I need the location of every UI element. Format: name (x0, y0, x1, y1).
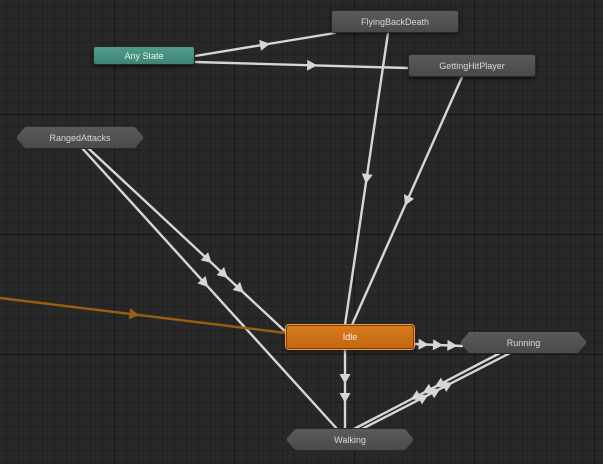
transition-line[interactable] (80, 146, 340, 432)
transition-arrow-icon (259, 39, 270, 51)
state-getting-hit-player[interactable]: GettingHitPlayer (408, 54, 536, 77)
transition-arrow-icon (410, 390, 422, 400)
transition-any-to-flyingbackdeath[interactable] (193, 31, 337, 58)
transition-line[interactable] (0, 296, 288, 335)
transition-any-to-gettinghitplayer[interactable] (193, 59, 410, 71)
transition-rangedattacks-to-walking[interactable] (80, 146, 340, 432)
transition-walking-to-running[interactable] (358, 350, 514, 432)
state-walking[interactable]: Walking (286, 428, 414, 451)
transition-running-to-walking[interactable] (350, 350, 504, 432)
state-any-state[interactable]: Any State (93, 46, 195, 65)
transition-arrow-icon (432, 339, 443, 351)
transition-arrow-icon (232, 281, 244, 293)
transition-arrow-icon (197, 276, 209, 288)
transition-line[interactable] (86, 146, 290, 336)
transition-idle-to-walking[interactable] (339, 347, 351, 430)
state-running[interactable]: Running (460, 331, 587, 354)
transition-arrow-icon (434, 377, 446, 388)
transition-arrow-icon (339, 393, 351, 403)
transition-arrow-icon (128, 308, 140, 320)
transition-arrow-icon (216, 267, 228, 278)
transition-line[interactable] (193, 60, 410, 70)
transition-rangedattacks-to-idle[interactable] (86, 146, 290, 336)
transition-arrow-icon (447, 339, 458, 351)
state-idle[interactable]: Idle (286, 325, 414, 349)
state-ranged-attacks[interactable]: RangedAttacks (16, 126, 144, 149)
transition-flyingbackdeath-to-idle[interactable] (343, 31, 390, 327)
transition-arrow-icon (361, 173, 373, 184)
transition-arrow-icon (418, 338, 429, 350)
transition-arrow-icon (200, 252, 212, 263)
transition-arrow-icon (339, 374, 351, 384)
transition-arrow-icon (307, 59, 318, 71)
transition-arrow-icon (404, 194, 415, 206)
transition-idle-to-running[interactable] (412, 338, 464, 351)
transition-entry-to-idle[interactable] (0, 296, 288, 335)
transitions-layer (0, 31, 514, 432)
state-flying-back-death[interactable]: FlyingBackDeath (331, 10, 459, 33)
transition-gettinghitplayer-to-idle[interactable] (350, 75, 464, 327)
transition-arrow-icon (422, 383, 434, 394)
